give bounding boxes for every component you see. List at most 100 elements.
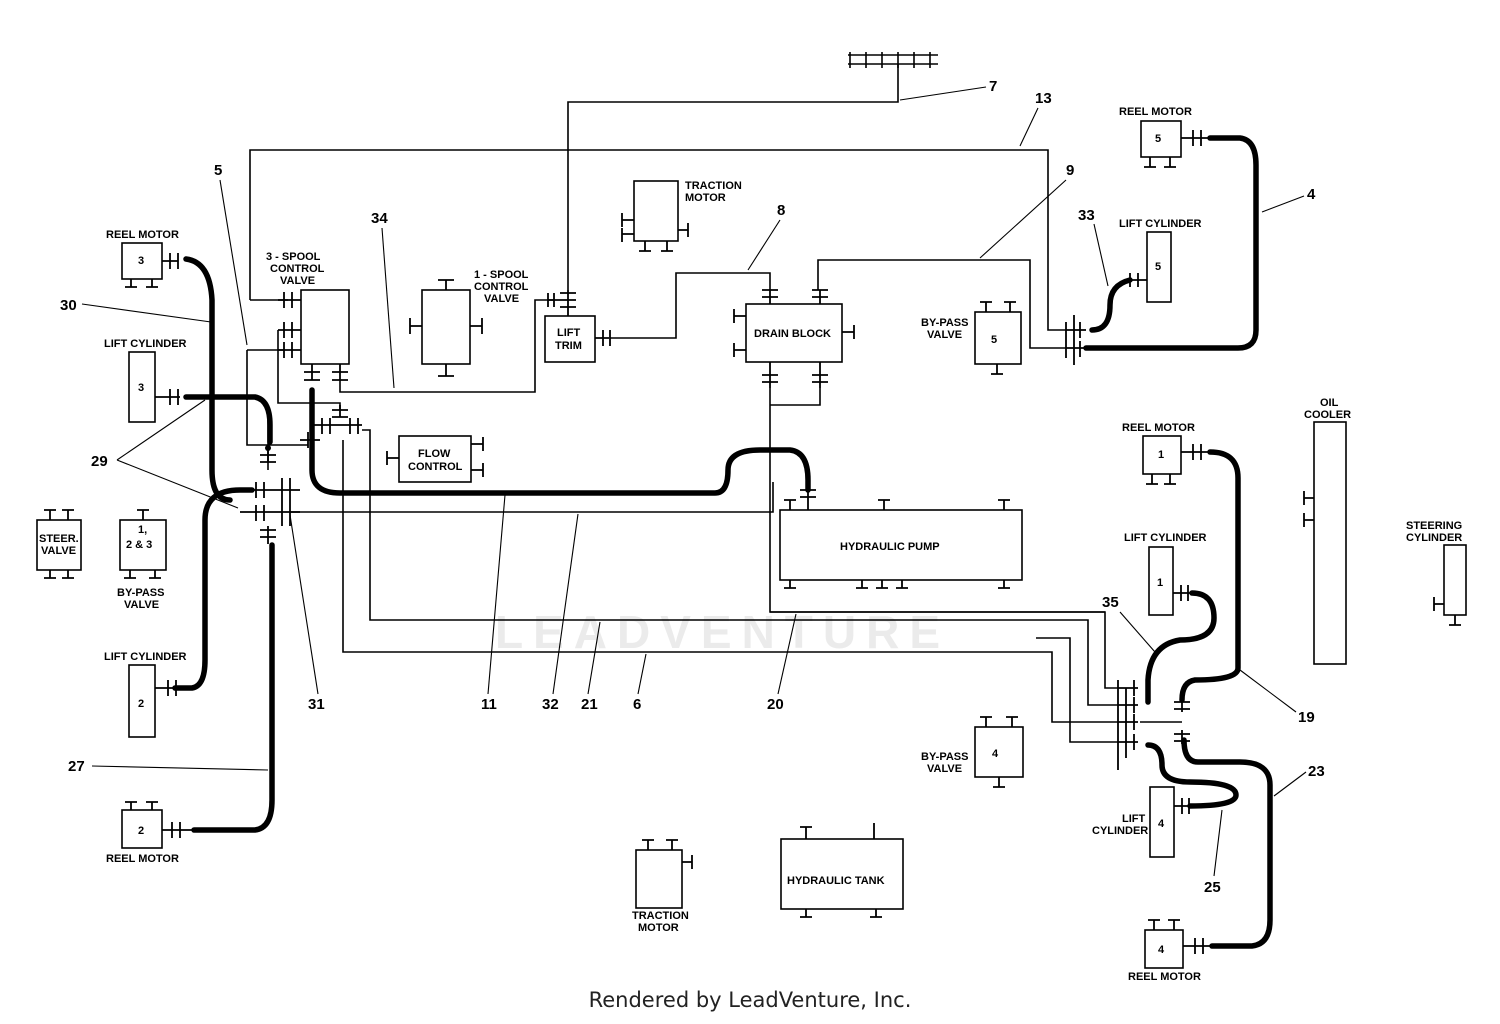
svg-text:MOTOR: MOTOR: [685, 192, 726, 204]
port-cluster-5: [1065, 315, 1086, 365]
svg-text:HYDRAULIC TANK: HYDRAULIC TANK: [787, 875, 885, 887]
svg-text:21: 21: [581, 696, 598, 713]
svg-text:13: 13: [1035, 90, 1052, 107]
svg-text:27: 27: [68, 758, 85, 775]
svg-text:LIFT CYLINDER: LIFT CYLINDER: [104, 338, 187, 350]
hydraulic-pump: HYDRAULIC PUMP: [779, 489, 1023, 589]
lift-trim: LIFT TRIM: [544, 290, 611, 363]
callouts: 7 13 9 4 33 8 5 34 30 29 31 11 32 21 6 2…: [60, 78, 1325, 896]
svg-text:34: 34: [371, 210, 388, 227]
svg-text:30: 30: [60, 297, 77, 314]
svg-text:32: 32: [542, 696, 559, 713]
svg-text:BY-PASS: BY-PASS: [117, 587, 164, 599]
svg-text:VALVE: VALVE: [280, 275, 315, 287]
svg-text:4: 4: [1158, 944, 1165, 956]
svg-text:7: 7: [989, 78, 997, 95]
svg-text:LIFT CYLINDER: LIFT CYLINDER: [104, 651, 187, 663]
lift-cylinder-5: LIFT CYLINDER 5: [1119, 218, 1202, 303]
flow-control: FLOW CONTROL: [386, 435, 484, 483]
svg-text:HYDRAULIC PUMP: HYDRAULIC PUMP: [840, 541, 940, 553]
oil-cooler: OIL COOLER: [1303, 397, 1351, 665]
steer-valve: STEER. VALVE: [36, 509, 82, 579]
svg-text:2 & 3: 2 & 3: [126, 539, 152, 551]
svg-text:3: 3: [138, 382, 144, 394]
svg-text:VALVE: VALVE: [124, 599, 159, 611]
reel-motor-4: 4 REEL MOTOR: [1128, 919, 1211, 983]
footer-credit: Rendered by LeadVenture, Inc.: [588, 988, 912, 1012]
svg-text:STEERING: STEERING: [1406, 520, 1462, 532]
svg-text:5: 5: [1155, 133, 1161, 145]
hydraulic-tank: HYDRAULIC TANK: [780, 823, 904, 918]
svg-text:OIL: OIL: [1320, 397, 1339, 409]
svg-text:CONTROL: CONTROL: [270, 263, 325, 275]
svg-text:BY-PASS: BY-PASS: [921, 751, 968, 763]
svg-text:5: 5: [991, 334, 997, 346]
thin-lines: [246, 52, 1182, 743]
heavy-hoses: [172, 135, 1273, 949]
svg-text:6: 6: [633, 696, 641, 713]
svg-text:LIFT: LIFT: [1122, 813, 1145, 825]
svg-text:4: 4: [1307, 186, 1316, 203]
traction-motor-top: TRACTION MOTOR: [621, 180, 742, 252]
svg-text:1: 1: [1157, 577, 1163, 589]
svg-text:LIFT: LIFT: [557, 327, 580, 339]
port-cluster-4: [1117, 680, 1190, 770]
svg-text:31: 31: [308, 696, 325, 713]
port-block-center: [300, 405, 362, 448]
svg-text:LIFT CYLINDER: LIFT CYLINDER: [1119, 218, 1202, 230]
drain-block: DRAIN BLOCK: [733, 289, 855, 388]
svg-text:TRACTION: TRACTION: [685, 180, 742, 192]
svg-text:25: 25: [1204, 879, 1221, 896]
svg-text:REEL MOTOR: REEL MOTOR: [1119, 106, 1192, 118]
lift-cylinder-4: 4 LIFT CYLINDER: [1092, 786, 1190, 858]
reel-motor-3: REEL MOTOR 3: [106, 229, 179, 288]
bypass-valve-4: 4 BY-PASS VALVE: [921, 716, 1024, 788]
svg-text:CONTROL: CONTROL: [408, 461, 463, 473]
svg-text:23: 23: [1308, 763, 1325, 780]
svg-text:9: 9: [1066, 162, 1074, 179]
reel-motor-1: REEL MOTOR 1: [1122, 422, 1209, 485]
svg-text:REEL MOTOR: REEL MOTOR: [106, 853, 179, 865]
three-spool-control-valve: 3 - SPOOL CONTROL VALVE: [266, 251, 350, 381]
svg-text:CONTROL: CONTROL: [474, 281, 529, 293]
reel-motor-5: REEL MOTOR 5: [1119, 106, 1209, 168]
lift-cylinder-1: LIFT CYLINDER 1: [1124, 532, 1207, 616]
svg-text:19: 19: [1298, 709, 1315, 726]
svg-text:33: 33: [1078, 207, 1095, 224]
svg-text:5: 5: [214, 162, 222, 179]
lift-cylinder-3: LIFT CYLINDER 3: [104, 338, 187, 423]
lift-cylinder-2: LIFT CYLINDER 2: [104, 651, 187, 738]
svg-text:TRIM: TRIM: [555, 340, 582, 352]
svg-text:1: 1: [1158, 449, 1164, 461]
svg-text:LIFT CYLINDER: LIFT CYLINDER: [1124, 532, 1207, 544]
svg-text:3 - SPOOL: 3 - SPOOL: [266, 251, 321, 263]
svg-text:5: 5: [1155, 261, 1161, 273]
one-spool-control-valve: 1 - SPOOL CONTROL VALVE: [409, 269, 529, 377]
svg-text:REEL MOTOR: REEL MOTOR: [1122, 422, 1195, 434]
svg-text:1 - SPOOL: 1 - SPOOL: [474, 269, 529, 281]
svg-text:DRAIN BLOCK: DRAIN BLOCK: [754, 328, 831, 340]
steering-cylinder: STEERING CYLINDER: [1406, 520, 1467, 626]
svg-text:COOLER: COOLER: [1304, 409, 1351, 421]
svg-text:2: 2: [138, 825, 144, 837]
svg-text:TRACTION: TRACTION: [632, 910, 689, 922]
svg-text:2: 2: [138, 698, 144, 710]
svg-text:CYLINDER: CYLINDER: [1092, 825, 1148, 837]
bypass-valve-5: 5 BY-PASS VALVE: [921, 301, 1022, 375]
svg-text:VALVE: VALVE: [41, 545, 76, 557]
svg-text:STEER.: STEER.: [39, 533, 79, 545]
svg-text:VALVE: VALVE: [484, 293, 519, 305]
svg-text:4: 4: [992, 748, 999, 760]
traction-motor-bottom: TRACTION MOTOR: [632, 839, 693, 934]
svg-text:FLOW: FLOW: [418, 448, 451, 460]
watermark: LEADVENTURE: [495, 606, 950, 658]
svg-text:CYLINDER: CYLINDER: [1406, 532, 1462, 544]
svg-text:1,: 1,: [138, 524, 147, 536]
svg-text:REEL MOTOR: REEL MOTOR: [106, 229, 179, 241]
svg-text:REEL MOTOR: REEL MOTOR: [1128, 971, 1201, 983]
svg-text:MOTOR: MOTOR: [638, 922, 679, 934]
valve-junction-block: [240, 445, 300, 544]
svg-text:11: 11: [481, 696, 497, 713]
svg-text:8: 8: [777, 202, 785, 219]
